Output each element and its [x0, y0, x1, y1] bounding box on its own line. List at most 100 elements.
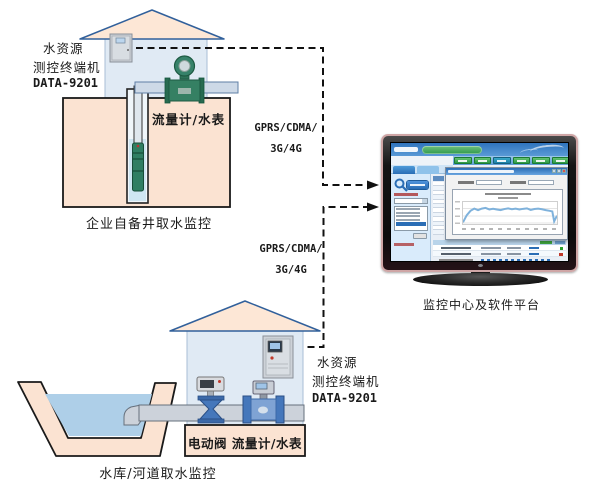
- screen-sidebar-label: [394, 193, 418, 196]
- screen-rownum-header: [433, 176, 444, 181]
- screen-rownum-cell: [433, 199, 444, 204]
- pump-indicator-dot: [136, 144, 140, 148]
- reservoir-house-roof: [169, 300, 321, 332]
- screen-trend-chart: [452, 189, 563, 235]
- flowmeter-screen: [255, 382, 268, 390]
- reservoir-terminal-label-line1: 水资源: [317, 355, 358, 370]
- reservoir-site-caption: 水库/河道取水监控: [99, 467, 217, 482]
- close-icon[interactable]: [562, 169, 566, 173]
- screen-rownum-cell: [433, 221, 444, 226]
- flowmeter-dial: [178, 60, 191, 72]
- screen-chart-line: [463, 208, 557, 222]
- screen-table-header: [433, 240, 566, 245]
- screen-nav-button[interactable]: [551, 157, 568, 164]
- screen-station-list[interactable]: [394, 206, 428, 231]
- screen-nav-buttons: [453, 156, 568, 165]
- link-bottom-label-line1: GPRS/CDMA/: [259, 243, 323, 255]
- well-meter-label: 流量计/水表: [152, 112, 226, 127]
- screen-rownum-cell: [433, 182, 444, 187]
- electric-valve: [196, 376, 225, 424]
- screen-header-bar: [391, 143, 568, 157]
- rtu-display: [115, 37, 126, 44]
- screen-rownum-cell: [433, 195, 444, 200]
- maximize-icon[interactable]: [557, 169, 561, 173]
- chart-y-ticks: [455, 201, 460, 225]
- screen-query-button[interactable]: [407, 181, 428, 189]
- monitor-caption: 监控中心及软件平台: [422, 298, 540, 312]
- screen-nav-button[interactable]: [532, 157, 550, 164]
- well-site-caption: 企业自备井取水监控: [85, 217, 212, 232]
- rtu-cabinet-top: [109, 33, 133, 63]
- screen-rownum-cell: [433, 230, 444, 235]
- screen-rownum-cell: [433, 190, 444, 196]
- screen-nav-button[interactable]: [512, 157, 530, 164]
- screen-tab-active[interactable]: [393, 166, 415, 174]
- screen-station-list-item[interactable]: [396, 215, 420, 217]
- arrowhead-bottom: [367, 202, 379, 212]
- well-terminal-label-line1: 水资源: [43, 41, 84, 56]
- screen-station-list-item[interactable]: [396, 218, 420, 221]
- screen-popup-titlebar[interactable]: [446, 168, 567, 175]
- screen-nav-button[interactable]: [473, 157, 491, 164]
- pump-riser-pipe: [133, 85, 143, 145]
- screen-table-row[interactable]: [433, 245, 566, 251]
- screen-rownum-cell: [433, 203, 444, 209]
- minimize-icon[interactable]: [552, 169, 556, 173]
- well-terminal-label-line2: 测控终端机: [33, 60, 101, 75]
- screen-sidebar-select[interactable]: [394, 198, 428, 204]
- screen-station-list-item-selected[interactable]: [396, 222, 426, 226]
- screen-nav-button[interactable]: [493, 157, 511, 164]
- screen-tab-inactive[interactable]: [417, 166, 439, 174]
- well-terminal-model: DATA-9201: [33, 76, 99, 90]
- valve-indicator-dot: [218, 380, 221, 383]
- screen-rownum-column: [433, 176, 444, 235]
- screen-rownum-cell: [433, 186, 444, 191]
- arrowhead-top: [367, 180, 379, 190]
- reservoir-equipment-label: 电动阀 流量计/水表: [188, 436, 302, 451]
- chart-plot-area: [462, 201, 558, 225]
- screen-rownum-cell: [433, 217, 444, 222]
- submersible-pump: [132, 142, 144, 192]
- flowmeter-green: [164, 55, 205, 104]
- screen-data-table: [433, 240, 566, 257]
- screen-station-list-item[interactable]: [396, 211, 420, 214]
- start-date-input[interactable]: [476, 180, 502, 185]
- link-arrow-top: [136, 47, 379, 190]
- start-date-label: [458, 181, 474, 184]
- rtu-display: [270, 343, 280, 349]
- monitor-screen: [390, 142, 569, 262]
- reservoir-ground-strip: [184, 424, 306, 457]
- search-icon: [394, 178, 408, 192]
- chart-title-line2: [498, 197, 518, 199]
- screen-nav-button[interactable]: [454, 157, 472, 164]
- screen-pagination[interactable]: [433, 258, 566, 261]
- link-top-label-line2: 3G/4G: [270, 143, 302, 155]
- screen-title-band: [422, 146, 482, 154]
- rtu-cabinet-bottom: [262, 335, 294, 379]
- screen-sidebar-link[interactable]: [394, 243, 414, 246]
- screen-rownum-cell: [433, 208, 444, 213]
- link-bottom-label-line2: 3G/4G: [275, 264, 307, 276]
- screen-sidebar-minibutton[interactable]: [413, 233, 427, 239]
- chart-x-ticks: [462, 228, 558, 230]
- rtu-indicator-dot: [270, 356, 274, 360]
- screen-sidebar: [391, 174, 431, 261]
- monitor: [381, 134, 578, 272]
- flowmeter-blue: [242, 380, 285, 424]
- monitor-stand-base: [413, 273, 548, 286]
- screen-table-row[interactable]: [433, 251, 566, 257]
- screen-tab-row: [391, 165, 453, 174]
- screen-station-list-item[interactable]: [396, 208, 420, 210]
- chart-title-line1: [485, 193, 531, 195]
- reservoir-terminal-label-line2: 测控终端机: [312, 374, 380, 389]
- well-house-roof: [79, 9, 225, 40]
- end-date-input[interactable]: [528, 180, 554, 185]
- monitor-brand-dot: [477, 264, 483, 267]
- link-arrow-bottom: [296, 202, 379, 348]
- screen-logo: [394, 147, 418, 152]
- link-top-label-line1: GPRS/CDMA/: [254, 122, 318, 134]
- screen-rownum-cell: [433, 225, 444, 231]
- screen-rownum-cell: [433, 212, 444, 218]
- end-date-label: [510, 181, 526, 184]
